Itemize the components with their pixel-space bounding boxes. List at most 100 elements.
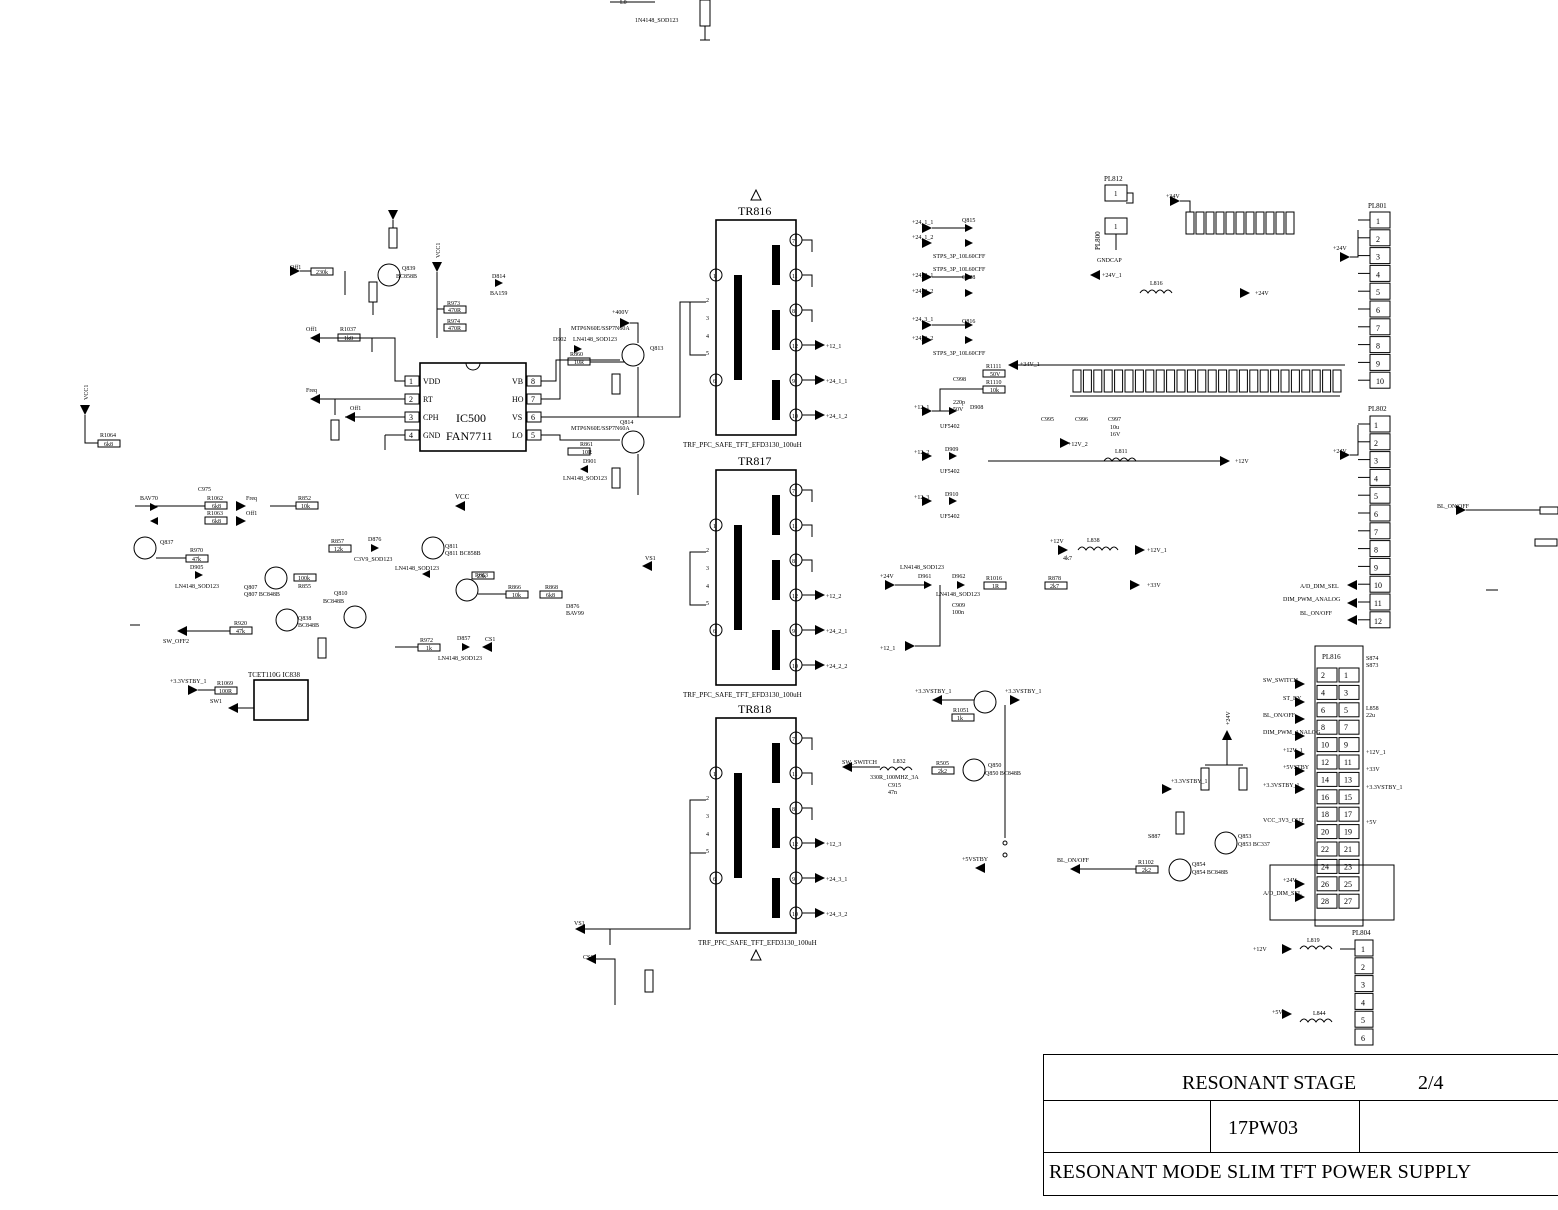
model-number: 17PW03 [1228,1117,1298,1139]
svg-text:+12V: +12V [1050,539,1064,545]
pl816-right-net: S873 [1366,663,1378,669]
pl812-pl800: PL812 1 PL800 1 GNDCAP [1094,175,1134,264]
pin-circle [709,518,723,532]
svg-text:VCC1: VCC1 [84,385,90,400]
svg-text:1N4148_SOD123: 1N4148_SOD123 [635,18,678,24]
svg-text:6k8: 6k8 [546,593,555,599]
pl816-left-arrow [1295,749,1305,759]
svg-text:1: 1 [1114,190,1118,198]
svg-text:Q854 BC848B: Q854 BC848B [1192,870,1228,876]
pin-number: 10 [792,664,798,670]
transformer-name: TR816 [738,204,771,218]
pl804-pin-number: 2 [1361,963,1365,972]
resistor-34v1-7 [1145,369,1155,393]
transformer-part: TRF_PFC_SAFE_TFT_EFD3130_100uH [698,939,817,947]
pl816-pin-number: 3 [1344,688,1348,697]
svg-text:VS1: VS1 [645,556,656,562]
core-secondary-0 [772,495,780,535]
svg-text:PL800: PL800 [1094,231,1102,250]
svg-text:VS: VS [512,413,522,422]
pin-circle [709,623,723,637]
sheet-number: 2/4 [1418,1072,1444,1094]
gnd-stub [802,737,813,750]
pin-number: 7 [792,737,795,743]
control-circuit: VCC1 R1064 6k8 BAV70 C975 R1062 6k8 R106… [80,385,656,721]
pl816-left-arrow [1295,784,1305,794]
pl802-pin-number: 2 [1374,439,1378,448]
svg-text:GNDCAP: GNDCAP [1097,258,1122,264]
svg-text:12k: 12k [334,547,343,553]
svg-text:Q810: Q810 [334,591,347,597]
pl816-pin-box [1338,789,1360,805]
pl802-pin-box [1369,415,1391,433]
svg-text:L844: L844 [1313,1011,1326,1017]
pl804-pin-box [1354,975,1374,993]
svg-text:R973: R973 [447,301,460,307]
resistor-34v1-15 [1228,369,1238,393]
svg-text:Q839: Q839 [402,266,415,272]
pin-number: 3 [706,566,709,572]
resistor-34v1-11 [1186,369,1196,393]
pl816-pin-number: 24 [1321,862,1329,871]
resistor-34v-7 [1255,211,1265,235]
pl816-pin-number: 18 [1321,810,1329,819]
pin-number: 1 [713,274,716,280]
pl801-pin-number: 4 [1376,270,1380,279]
pl801-pin-number: 10 [1376,377,1384,386]
resistor-34v-6 [1245,211,1255,235]
pin-circle [709,871,723,885]
pin-number: 7 [792,489,795,495]
pl816-pin-number: 21 [1344,845,1352,854]
svg-text:Off1: Off1 [306,326,317,333]
resistor-34v1-10 [1176,369,1186,393]
transformer-part: TRF_PFC_SAFE_TFT_EFD3130_100uH [683,691,802,699]
output-label: +24_2_1 [826,629,847,635]
pl802-bus [1350,425,1359,456]
svg-text:5: 5 [531,431,535,440]
pl801-pin-number: 8 [1376,342,1380,351]
pl816-pin-box [1316,719,1338,735]
core-secondary-1 [772,808,780,848]
svg-text:+12_3: +12_3 [914,495,929,501]
svg-text:+24_2_1: +24_2_1 [912,273,933,279]
svg-text:Q854: Q854 [1192,862,1205,868]
pl801-pin-box [1369,282,1391,300]
pl804-pin-box [1354,1028,1374,1046]
resistor-34v1-6 [1134,369,1144,393]
svg-text:+12V: +12V [1253,947,1267,953]
pin-number: 3 [706,316,709,322]
svg-text:D905: D905 [190,565,203,571]
pin-number: 6 [713,379,716,385]
mosfet-stage: +400V MTP6N60E/SSP7N60A Q813 MTP6N60E/SS… [553,310,663,495]
svg-text:STPS_3P_10L60CFF: STPS_3P_10L60CFF [933,351,986,357]
output-label: +12_3 [826,842,841,848]
pl816-left-arrow [1295,879,1305,889]
pl804-pin-box [1354,939,1374,957]
pl816-pin-box [1316,876,1338,892]
svg-text:BA159: BA159 [490,291,507,297]
model-cell: 17PW03 [1210,1101,1360,1153]
svg-text:R1110: R1110 [986,380,1002,386]
svg-text:D901: D901 [583,459,596,465]
svg-text:R861: R861 [580,442,593,448]
resistor-34v-5 [1235,211,1245,235]
pl816-pin-number: 25 [1344,880,1352,889]
output-arrow [815,908,825,918]
transformer-name: TR817 [738,454,771,468]
pl816-pin-box [1316,824,1338,840]
output-label: +24_3_1 [826,877,847,883]
output-arrow [815,873,825,883]
resistor-34v1-23 [1311,369,1321,393]
core-primary [734,525,742,630]
pl804-pin-number: 3 [1361,981,1365,990]
pl802-pin-number: 12 [1374,617,1382,626]
core-primary [734,275,742,380]
pl816-pin-number: 20 [1321,828,1329,837]
svg-text:6k8: 6k8 [212,519,221,525]
svg-text:R860: R860 [570,352,583,358]
pl816-pin-number: 15 [1344,793,1352,802]
pl802-pin-number: 6 [1374,510,1378,519]
pl816-pin-box [1316,858,1338,874]
gnd-stub [802,559,813,572]
transformer-body [715,219,797,436]
